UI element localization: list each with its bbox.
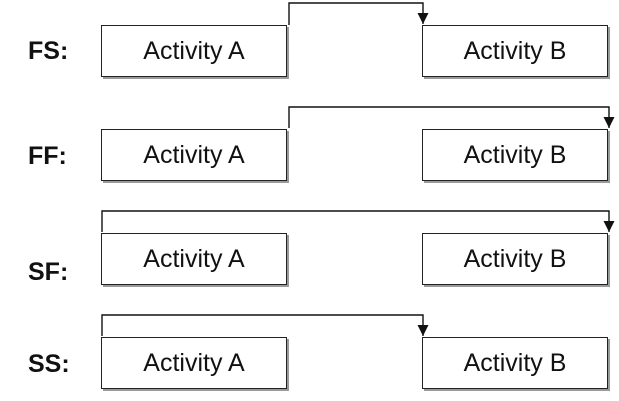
fs-connector xyxy=(288,2,429,25)
activity-b-box: Activity B xyxy=(422,25,608,77)
row-label-ff: FF: xyxy=(28,142,67,170)
activity-a-box: Activity A xyxy=(101,337,287,389)
activity-b-box: Activity B xyxy=(422,233,608,285)
row-label-fs: FS: xyxy=(28,37,69,65)
activity-a-box: Activity A xyxy=(101,129,287,181)
activity-a-box: Activity A xyxy=(101,25,287,77)
ss-connector xyxy=(101,314,429,336)
sf-connector xyxy=(101,210,615,232)
row-label-sf: SF: xyxy=(28,258,69,286)
ff-connector xyxy=(288,106,615,128)
activity-b-box: Activity B xyxy=(422,337,608,389)
row-label-ss: SS: xyxy=(28,350,70,378)
activity-b-box: Activity B xyxy=(422,129,608,181)
activity-a-box: Activity A xyxy=(101,233,287,285)
